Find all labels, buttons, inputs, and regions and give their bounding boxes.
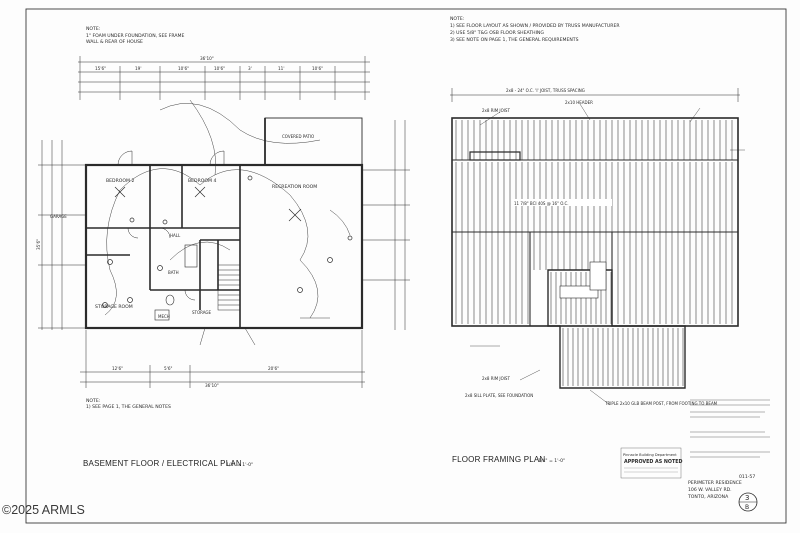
left-dimension-lines — [38, 140, 86, 330]
dim-bottom-total: 36'10" — [205, 383, 219, 388]
right-dimension-lines — [362, 120, 410, 330]
dim-bottom-3: 20'6" — [268, 366, 279, 371]
top-dimension-lines — [78, 56, 370, 100]
basement-title: BASEMENT FLOOR / ELECTRICAL PLAN — [83, 459, 242, 468]
dim-bottom-2: 5'6" — [164, 366, 172, 371]
left-note-label: NOTE: — [86, 26, 101, 32]
room-storage2: STORAGE — [192, 310, 212, 315]
framing-rim-label: 2x8 RIM JOIST — [482, 108, 510, 113]
dim-top-3: 10'6" — [178, 66, 189, 71]
right-note-1: 1) SEE FLOOR LAYOUT AS SHOWN / PROVIDED … — [450, 23, 620, 29]
chase-opening — [589, 261, 607, 291]
framing-bottom-note: 2x8 SILL PLATE, SEE FOUNDATION — [465, 393, 533, 398]
approval-stamp: Pinnacle Building Department APPROVED AS… — [620, 447, 683, 479]
framing-top-note: 2x8 - 24" O.C. 'I' JOIST, TRUSS SPACING — [506, 88, 585, 93]
right-note-2: 2) USE 5/8" T&G OSB FLOOR SHEATHING — [450, 30, 544, 36]
title-block-line2: 106 W. VALLEY RD. — [688, 487, 732, 493]
room-hall: HALL — [170, 233, 181, 238]
right-note-3: 3) SEE NOTE ON PAGE 1, THE GENERAL REQUI… — [450, 37, 579, 43]
room-bedroom4: BEDROOM 4 — [188, 178, 216, 184]
stair-opening — [559, 285, 599, 299]
dim-side: 35'6" — [36, 239, 41, 250]
room-bath: BATH — [168, 270, 179, 275]
sheet-sub: B — [745, 504, 749, 511]
title-block: PERIMETER RESIDENCE 106 W. VALLEY RD. TO… — [687, 474, 758, 512]
sheet-border — [25, 8, 787, 524]
framing-rim-label-2: 2x8 RIM JOIST — [482, 376, 510, 381]
leader-lines — [199, 317, 330, 346]
title-block-line1: PERIMETER RESIDENCE — [688, 480, 742, 486]
framing-center-label: 11 7/8" BCI 40S @ 16" O.C. — [514, 201, 569, 206]
stamp-line1: Pinnacle Building Department — [623, 453, 677, 457]
dim-top-7: 10'6" — [312, 66, 323, 71]
dim-top-5: 3' — [248, 66, 252, 71]
joists-mid — [455, 162, 733, 324]
dim-bottom-1: 12'6" — [112, 366, 123, 371]
room-covered-patio: COVERED PATIO — [282, 134, 314, 139]
room-garage: GARAGE — [50, 214, 67, 219]
dim-total-top: 36'10" — [200, 56, 214, 61]
stamp-line2: APPROVED AS NOTED — [624, 459, 683, 465]
right-note-label: NOTE: — [450, 16, 465, 22]
room-bedroom2: BEDROOM 2 — [106, 178, 134, 184]
basement-plan: NOTE: 1" FOAM UNDER FOUNDATION, SEE FRAM… — [36, 26, 410, 410]
basement-scale: 1/4" = 1'-0" — [226, 462, 253, 468]
watermark-text: ©2025 ARMLS — [2, 503, 85, 517]
left-note-line2: WALL & REAR OF HOUSE — [86, 39, 143, 45]
framing-leader-lines — [470, 103, 745, 406]
bottom-dimension-lines — [80, 330, 365, 388]
dim-top-2: 19' — [135, 66, 141, 71]
door-swings — [117, 150, 225, 301]
ceiling-fans — [102, 175, 353, 308]
framing-header-label: 2x10 HEADER — [565, 100, 593, 105]
framing-plan: NOTE: 1) SEE FLOOR LAYOUT AS SHOWN / PRO… — [450, 16, 770, 458]
dim-top-6: 11' — [278, 66, 284, 71]
framing-scale: 1/4" = 1'-0" — [538, 458, 565, 464]
room-recreation: RECREATION ROOM — [272, 184, 317, 190]
sheet-reference: 011-57 — [739, 474, 755, 480]
side-annotations — [690, 399, 770, 458]
beams — [452, 159, 738, 326]
stairs — [217, 264, 241, 311]
room-storage: STORAGE ROOM — [95, 304, 133, 310]
title-block-line3: TONTO, ARIZONA — [687, 494, 729, 500]
room-mech: MECH — [158, 314, 170, 319]
dim-top-4: 10'6" — [214, 66, 225, 71]
framing-upper-outline — [451, 117, 739, 327]
framing-beam-label: TRIPLE 2x10 GLB BEAM POST, FROM FOOTING … — [604, 401, 718, 406]
framing-title: FLOOR FRAMING PLAN — [452, 455, 545, 464]
joists-upper — [455, 120, 733, 160]
dim-top-1: 15'6" — [95, 66, 106, 71]
electrical-wiring — [104, 99, 351, 319]
basement-note-label: NOTE: — [86, 398, 101, 404]
basement-note-line: 1) SEE PAGE 1, THE GENERAL NOTES — [86, 404, 171, 410]
sheet-number: 3 — [745, 494, 749, 502]
left-note-line1: 1" FOAM UNDER FOUNDATION, SEE FRAME — [86, 33, 184, 39]
